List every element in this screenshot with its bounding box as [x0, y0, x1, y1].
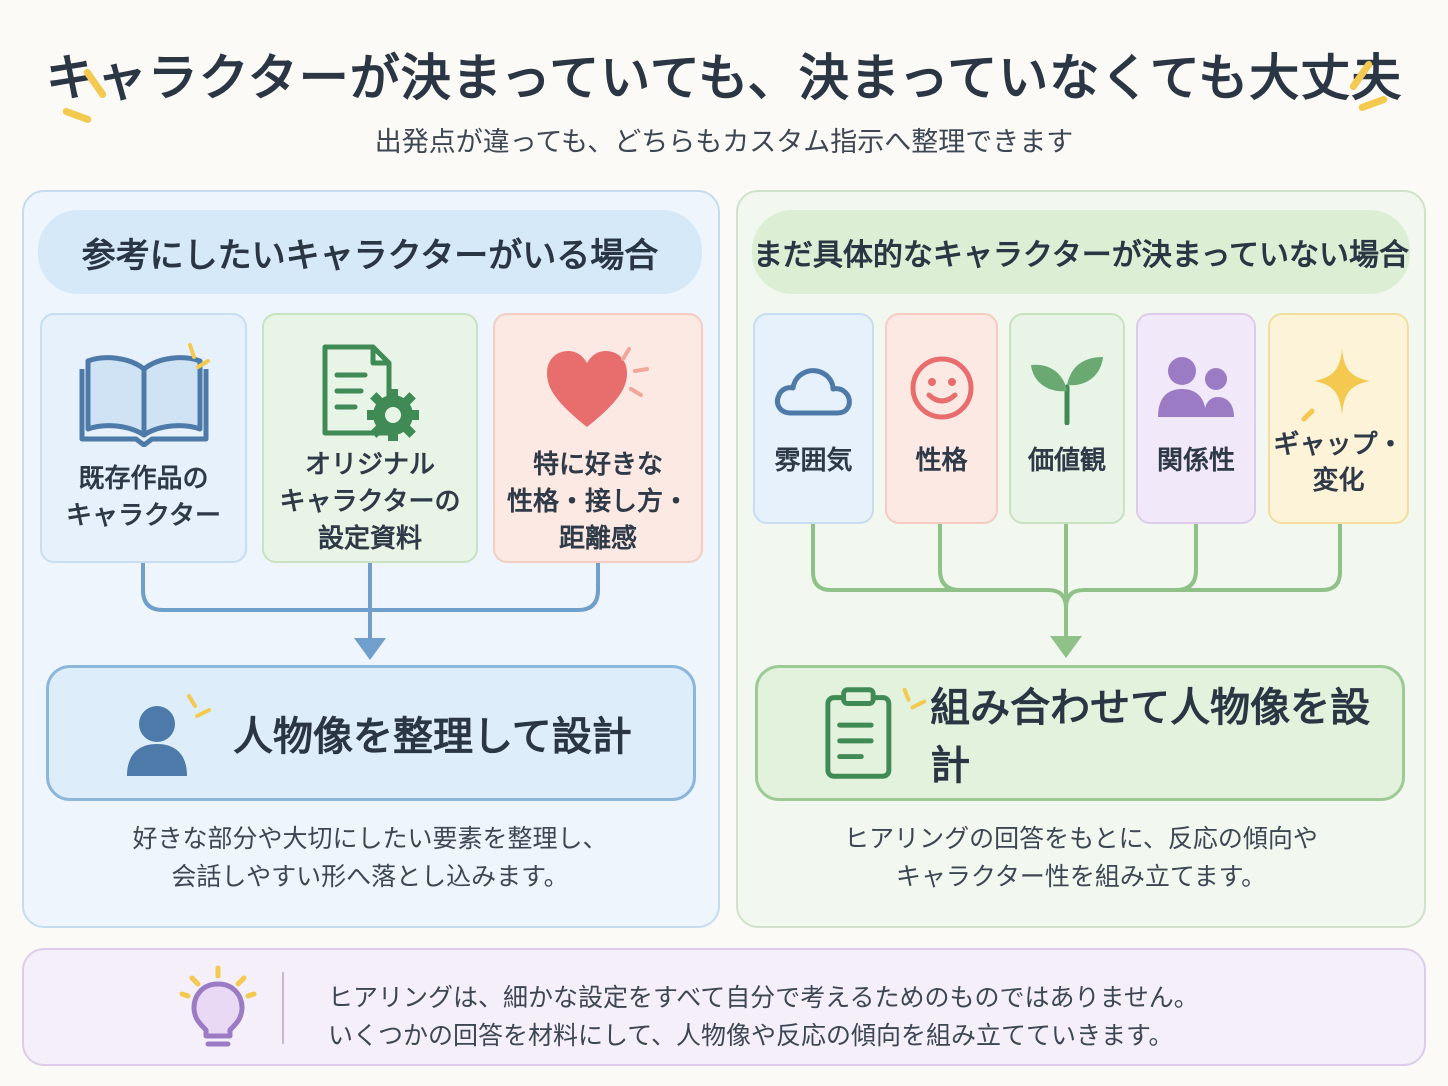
right-result-box: 組み合わせて人物像を設計 — [755, 665, 1405, 801]
page-title: キャラクターが決まっていても、決まっていなくても大丈夫 — [45, 49, 1403, 107]
cloud-icon — [774, 368, 852, 416]
right-description-line: キャラクター性を組み立てます。 — [895, 862, 1267, 891]
right-result-title: 組み合わせて人物像を設計 — [930, 685, 1371, 789]
card-personality: 性格 — [885, 313, 998, 524]
left-heading: 参考にしたいキャラクターがいる場合 — [38, 210, 702, 294]
card-gap-change: ギャップ・ 変化 — [1268, 313, 1409, 524]
card-label: 雰囲気 — [774, 446, 853, 476]
note-divider — [282, 972, 284, 1044]
open-book-icon — [79, 343, 210, 447]
page-subtitle: 出発点が違っても、どちらもカスタム指示へ整理できます — [374, 127, 1074, 158]
card-atmosphere: 雰囲気 — [753, 313, 874, 524]
card-label: オリジナル キャラクターの 設定資料 — [279, 450, 461, 554]
sprout-icon — [1031, 357, 1103, 425]
smile-icon — [910, 356, 973, 420]
card-label: 性格 — [915, 446, 968, 476]
left-description-line: 会話しやすい形へ落とし込みます。 — [171, 862, 569, 891]
right-description-line: ヒアリングの回答をもとに、反応の傾向や — [844, 824, 1318, 853]
card-label: ギャップ・ 変化 — [1273, 430, 1404, 496]
heart-icon — [547, 347, 649, 427]
left-description-line: 好きな部分や大切にしたい要素を整理し、 — [132, 824, 608, 853]
right-heading: まだ具体的なキャラクターが決まっていない場合 — [752, 210, 1410, 294]
card-relationships: 関係性 — [1136, 313, 1256, 524]
card-original-settings: オリジナル キャラクターの 設定資料 — [262, 313, 478, 563]
lightbulb-icon — [179, 965, 257, 1047]
card-favorite-traits: 特に好きな 性格・接し方・ 距離感 — [493, 313, 703, 563]
right-description: ヒアリングの回答をもとに、反応の傾向や キャラクター性を組み立てます。 — [746, 820, 1416, 896]
card-label: 価値観 — [1027, 446, 1106, 476]
card-existing-character: 既存作品の キャラクター — [40, 313, 247, 563]
sparkle-icon — [1301, 349, 1370, 422]
left-result-title: 人物像を整理して設計 — [233, 714, 632, 760]
note-box — [22, 948, 1426, 1066]
card-values: 価値観 — [1009, 313, 1125, 524]
card-label: 既存作品の キャラクター — [66, 464, 221, 531]
card-label: 特に好きな 性格・接し方・ 距離感 — [506, 450, 689, 554]
note-line: ヒアリングは、細かな設定をすべて自分で考えるためのものではありません。 — [328, 983, 1199, 1012]
people-icon — [1158, 357, 1234, 417]
left-result-box: 人物像を整理して設計 — [46, 665, 696, 801]
person-icon — [127, 694, 211, 776]
clipboard-icon — [825, 687, 927, 779]
card-label: 関係性 — [1156, 446, 1235, 476]
document-gear-icon — [322, 344, 419, 441]
left-description: 好きな部分や大切にしたい要素を整理し、 会話しやすい形へ落とし込みます。 — [40, 820, 700, 896]
note-line: いくつかの回答を材料にして、人物像や反応の傾向を組み立てていきます。 — [328, 1021, 1174, 1050]
